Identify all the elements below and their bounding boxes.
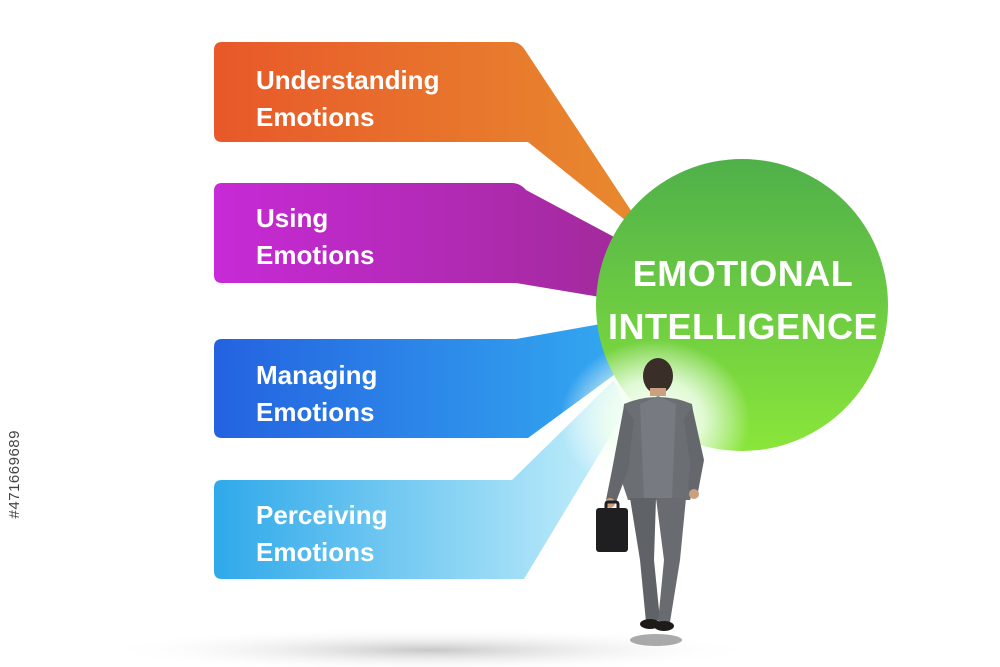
center-title-line1: EMOTIONAL bbox=[632, 253, 854, 294]
branch-label-understanding: Understanding Emotions bbox=[256, 62, 516, 136]
branch-label-using: Using Emotions bbox=[256, 200, 516, 274]
businessman-figure bbox=[596, 358, 704, 646]
branch-perceiving-shape bbox=[214, 380, 626, 579]
branch-understanding-shape bbox=[214, 42, 632, 224]
branch-label-line1: Understanding bbox=[256, 65, 440, 95]
branch-label-line2: Emotions bbox=[256, 537, 375, 567]
branch-label-line2: Emotions bbox=[256, 397, 375, 427]
branch-label-line2: Emotions bbox=[256, 240, 375, 270]
branch-managing-shape bbox=[214, 322, 618, 438]
floor-shadow bbox=[100, 628, 760, 667]
branch-label-perceiving: Perceiving Emotions bbox=[256, 497, 516, 571]
branch-label-line1: Perceiving bbox=[256, 500, 388, 530]
branch-label-line1: Using bbox=[256, 203, 329, 233]
branch-label-line2: Emotions bbox=[256, 102, 375, 132]
branch-label-managing: Managing Emotions bbox=[256, 357, 516, 431]
branch-label-line1: Managing bbox=[256, 360, 378, 390]
stock-id-text: #471669689 bbox=[6, 430, 23, 519]
branch-using-shape bbox=[214, 183, 616, 298]
center-title-line2: INTELLIGENCE bbox=[607, 306, 878, 347]
